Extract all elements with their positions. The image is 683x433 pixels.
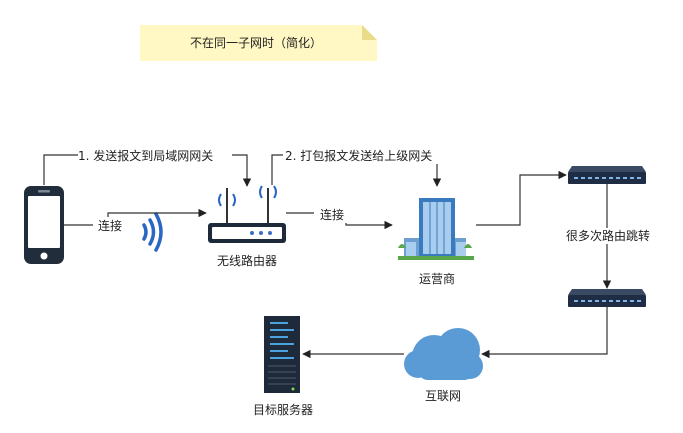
- switch-port: [637, 300, 641, 302]
- wifi-signal-icon: [142, 212, 163, 252]
- edge-label-phone-router: 连接: [98, 218, 122, 233]
- edge-phone-router: [64, 208, 207, 226]
- switch-port: [616, 177, 620, 179]
- switch-port: [588, 300, 592, 302]
- smartphone-icon: [24, 186, 64, 264]
- switch-port: [588, 177, 592, 179]
- switch-port: [595, 300, 599, 302]
- edge-label-hop: 很多次路由跳转: [566, 228, 650, 243]
- internet-label: 互联网: [425, 389, 461, 403]
- switch-port: [581, 300, 585, 302]
- server-rack-icon: [264, 316, 300, 393]
- router-label: 无线路由器: [217, 253, 277, 268]
- note-text: 不在同一子网时（简化）: [190, 36, 322, 50]
- note-box: 不在同一子网时（简化）: [140, 25, 377, 61]
- cloud-icon: [404, 328, 483, 380]
- edge-switch-internet: [481, 307, 608, 359]
- network-switch-icon: [568, 166, 646, 184]
- office-building-icon: [398, 198, 474, 260]
- server-label: 目标服务器: [253, 402, 313, 417]
- switch-port: [602, 300, 606, 302]
- switch-port: [574, 300, 578, 302]
- edge-label-router-isp: 连接: [320, 207, 344, 222]
- network-switch-icon: [568, 289, 646, 307]
- switch-port: [595, 177, 599, 179]
- switch-port: [616, 300, 620, 302]
- edge-label-step1: 1. 发送报文到局域网网关: [78, 148, 213, 163]
- switch-port: [630, 177, 634, 179]
- switch-port: [609, 300, 613, 302]
- switch-port: [602, 177, 606, 179]
- switch-port: [637, 177, 641, 179]
- switch-port: [623, 177, 627, 179]
- switch-port: [581, 177, 585, 179]
- switch-port: [609, 177, 613, 179]
- wireless-router-icon: [208, 185, 286, 243]
- switch-port: [630, 300, 634, 302]
- switch-port: [623, 300, 627, 302]
- edge-isp-switch: [476, 170, 567, 226]
- isp-label: 运营商: [419, 271, 455, 286]
- switch-port: [574, 177, 578, 179]
- edge-label-step2: 2. 打包报文发送给上级网关: [285, 148, 432, 163]
